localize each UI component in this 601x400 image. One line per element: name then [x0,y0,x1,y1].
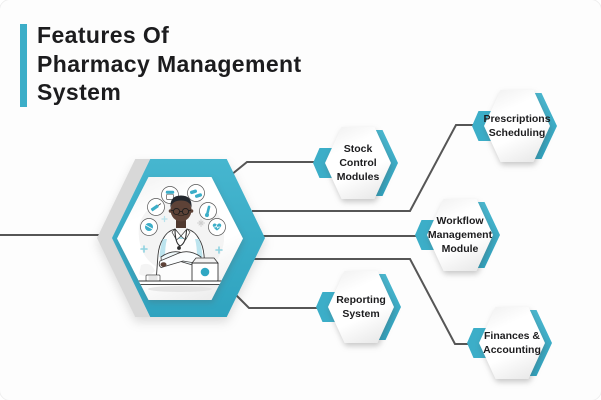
hexagon-face [484,90,550,162]
hexagon-face [479,307,545,379]
pharmacist-illustration [135,184,227,292]
feature-label: Stock Control Modules [336,143,380,183]
central-hexagon [97,159,367,317]
hexagon-face [328,271,394,343]
hexagon-face [325,127,391,199]
feature-workflow-management-module: Workflow Management Module [415,199,500,271]
connector-reporting [230,289,317,309]
connector-finances [252,258,468,345]
feature-prescriptions-scheduling: Prescriptions Scheduling [472,90,557,162]
desk-icon [135,257,227,285]
feature-label: Reporting System [336,294,386,320]
floor-shadow [148,286,212,292]
title-line-1: Features Of [37,22,170,48]
connector-prescriptions [252,124,473,212]
page-title: Features Of Pharmacy Management System [37,21,302,107]
feature-label: Workflow Management Module [427,215,493,255]
thermometer-icon [199,202,217,220]
notepad-icon [145,274,161,282]
title-line-2: Pharmacy Management [37,50,302,77]
feature-label: Finances & Accounting [483,330,541,356]
feature-stock-control-modules: Stock Control Modules [313,127,398,199]
hexagon-face [427,199,493,271]
pills-icon [187,184,205,202]
feature-finances-accounting: Finances & Accounting [467,307,552,379]
tablet-icon [140,218,158,236]
stethoscope-icon [174,228,188,250]
central-hexagon-face [117,177,243,300]
feature-label: Prescriptions Scheduling [483,113,551,139]
glasses-icon [170,207,192,216]
medicine-box-icon [191,257,219,282]
heart-pulse-icon [208,218,226,236]
title-line-3: System [37,79,122,105]
feature-reporting-system: Reporting System [316,271,401,343]
connector-stock [230,161,316,176]
title-accent-bar [20,24,27,107]
syringe-icon [147,198,165,216]
